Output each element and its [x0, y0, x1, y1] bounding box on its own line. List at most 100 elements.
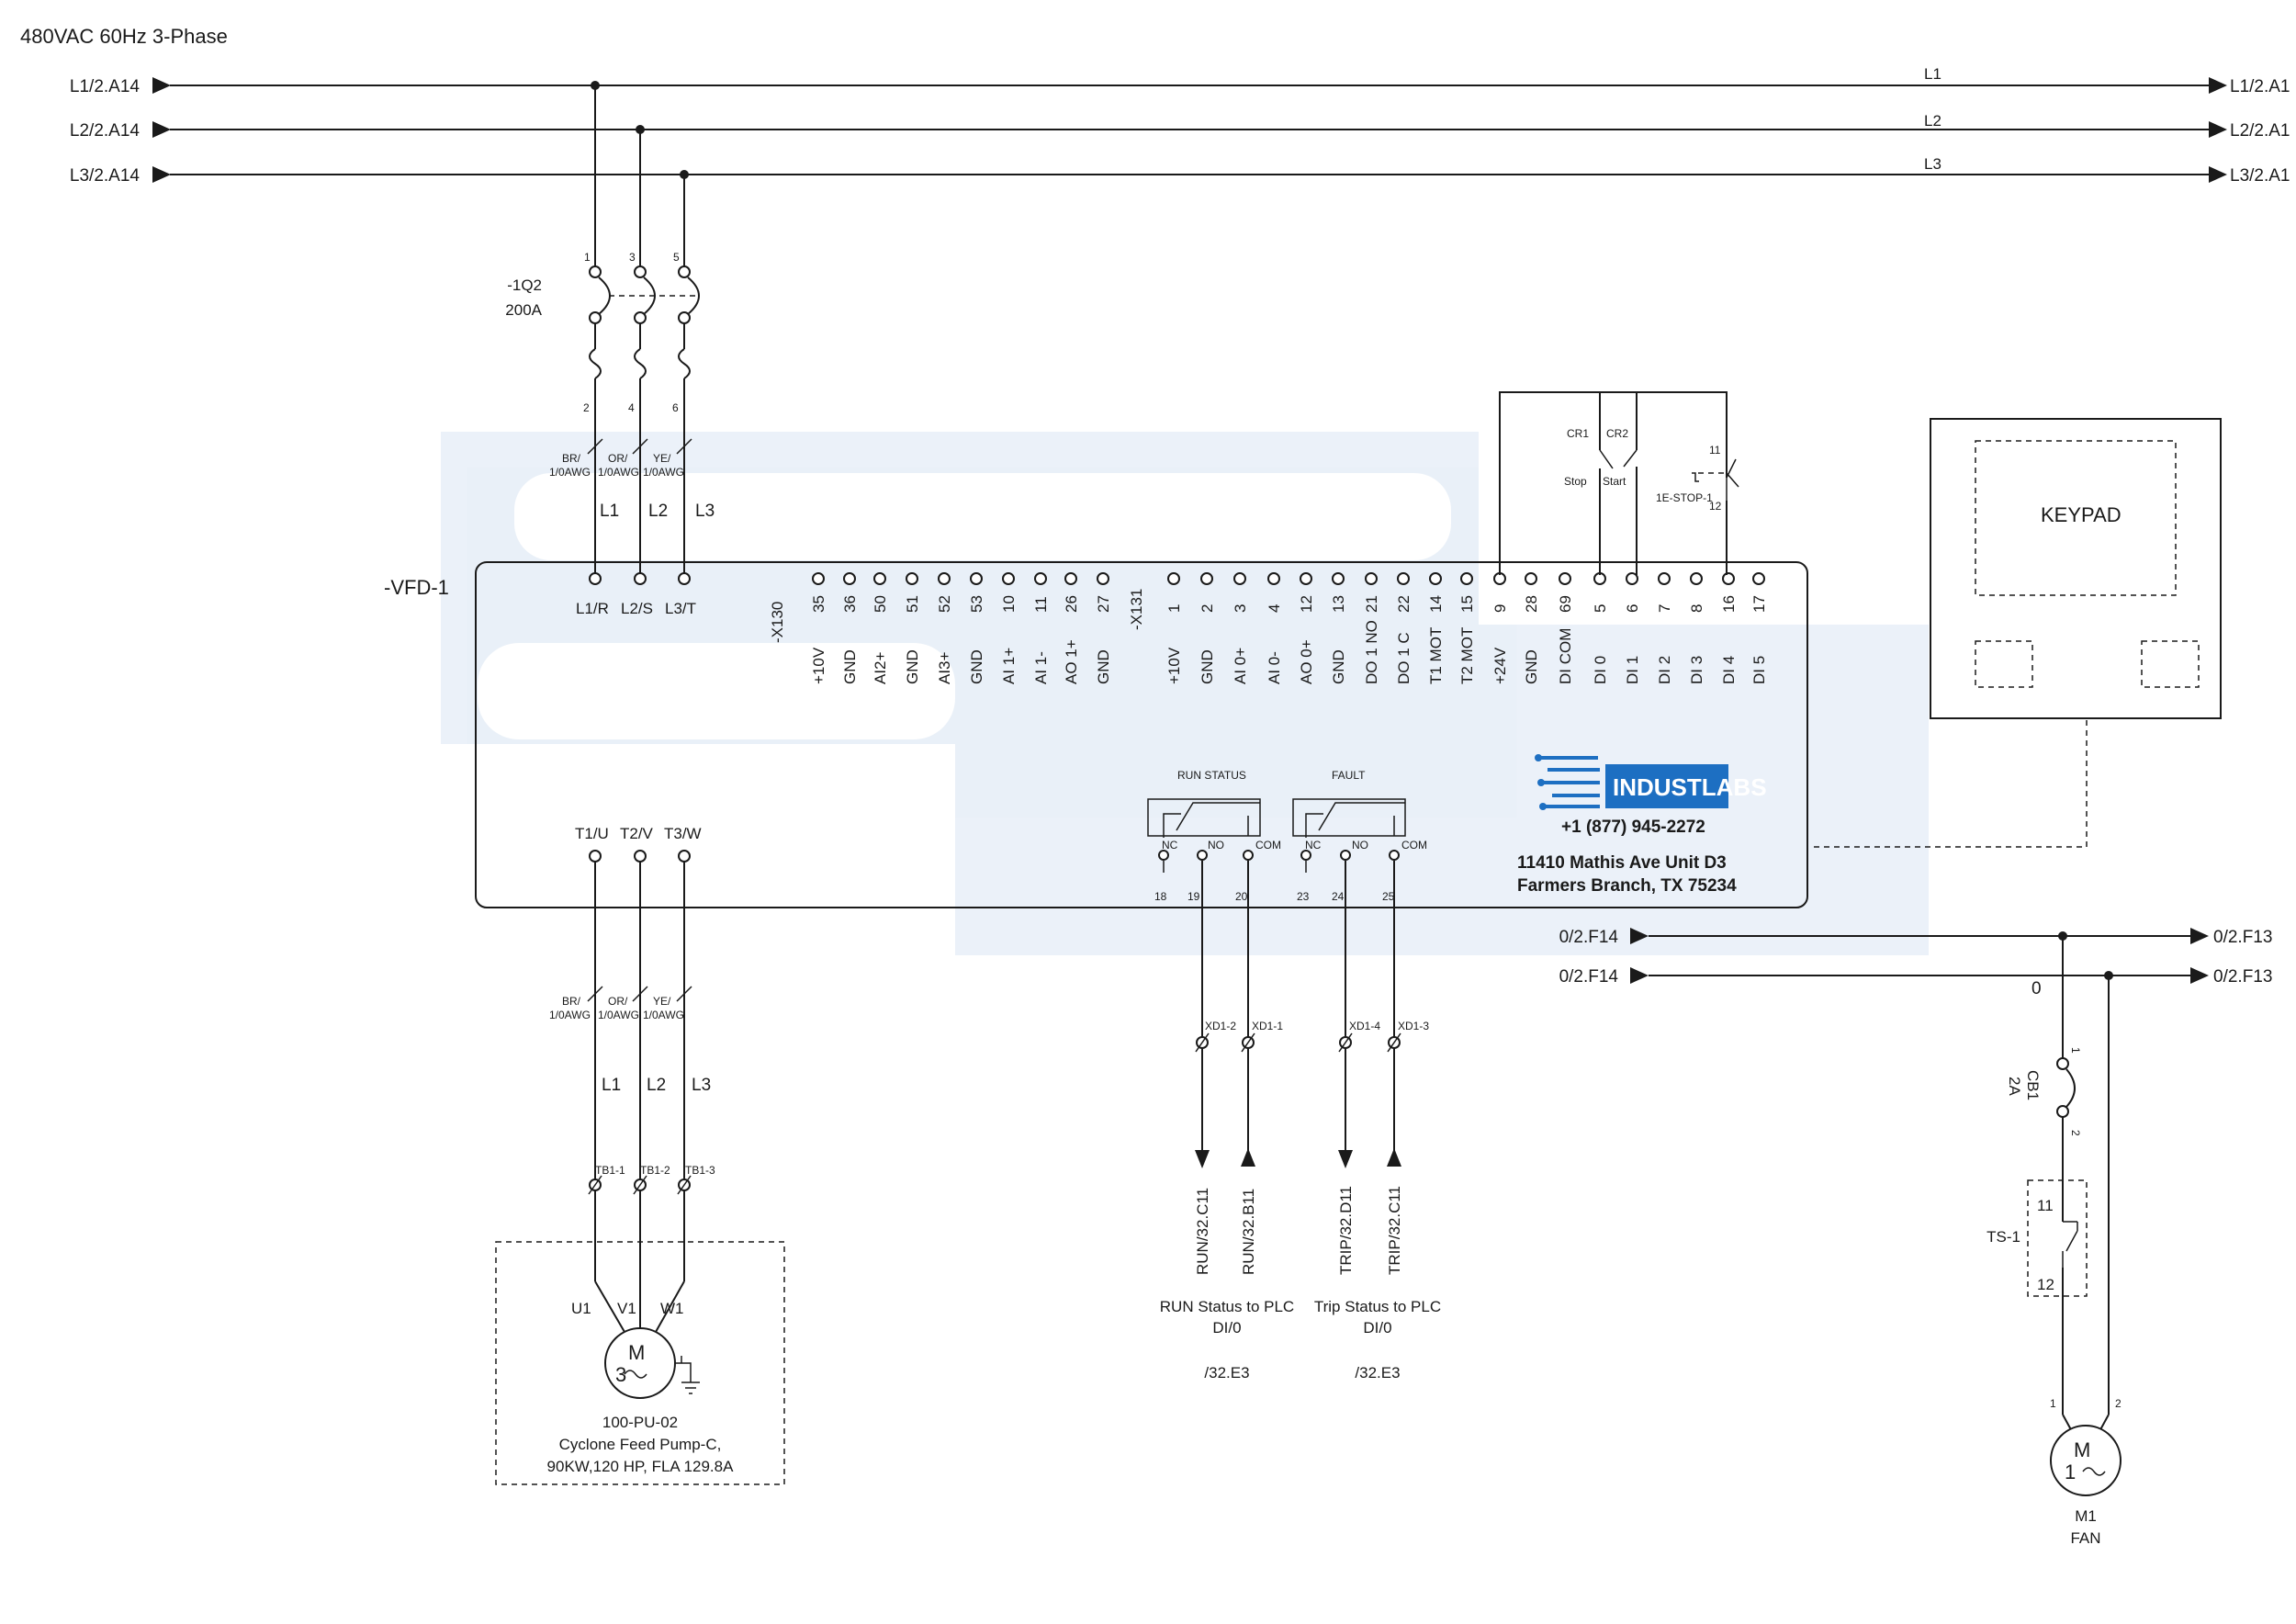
x130-label: -X130	[769, 602, 786, 643]
terminal-number: 10	[1000, 595, 1018, 613]
motor-phase: 3	[615, 1363, 626, 1386]
terminal-number: 8	[1688, 604, 1705, 613]
terminal-function: AO 0+	[1298, 639, 1315, 684]
terminal-number: 50	[872, 595, 889, 613]
fault-relay-pin-23: 23	[1297, 890, 1310, 903]
run-relay-no: NO	[1208, 839, 1224, 851]
main-breaker	[587, 85, 700, 575]
terminal-function: T1 MOT	[1427, 627, 1445, 684]
input-phase-l1: L1	[600, 502, 619, 521]
ts1-pin-12: 12	[2037, 1276, 2054, 1293]
ref-trip-d11: TRIP/32.D11	[1337, 1186, 1355, 1275]
input-cable-1-size: 1/0AWG	[549, 466, 591, 479]
bus-l1-out-arrow	[2209, 77, 2227, 94]
terminal-number: 35	[810, 595, 827, 613]
terminal-number: 12	[1298, 595, 1315, 613]
output-phase-l2: L2	[647, 1076, 666, 1095]
motor-terminal-tb1-1: TB1-1	[595, 1164, 625, 1177]
ctrl-bus-left-ref-2: 0/2.F14	[1559, 967, 1619, 987]
output-phase-l1: L1	[602, 1076, 621, 1095]
terminal-function: GND	[968, 649, 985, 684]
run-relay-nc: NC	[1162, 839, 1178, 851]
terminal-function: GND	[1523, 649, 1540, 684]
control-bus	[1630, 928, 2209, 984]
bus-name-l3: L3	[1924, 155, 1941, 173]
terminal-function: DO 1 NO	[1363, 620, 1380, 684]
input-phase-l2: L2	[648, 502, 668, 521]
brand-logo	[1535, 754, 1728, 810]
terminal-point	[1752, 572, 1765, 585]
motor-symbol: M	[628, 1341, 645, 1364]
fan-circuit	[2027, 936, 2122, 1496]
terminal-number: 4	[1266, 604, 1283, 613]
terminal-point	[1690, 572, 1703, 585]
motor-winding-v1: V1	[617, 1300, 636, 1317]
output-cable-1-color: BR/	[562, 995, 581, 1008]
terminal-function: DI COM	[1557, 628, 1574, 684]
breaker-pin-5: 5	[673, 251, 680, 264]
terminal-number: 6	[1624, 604, 1641, 613]
motor-feeder	[495, 862, 785, 1485]
terminal-function: GND	[1095, 649, 1112, 684]
terminal-number: 69	[1557, 595, 1574, 613]
terminal-point	[906, 572, 918, 585]
plc-trip-io: DI/0	[1363, 1319, 1391, 1336]
motor-winding-u1: U1	[571, 1300, 591, 1317]
fan-pin-2: 2	[2115, 1397, 2122, 1410]
fan-motor-symbol: M	[2074, 1438, 2090, 1461]
terminal-function: AI 1+	[1000, 648, 1018, 684]
terminal-point	[1722, 572, 1735, 585]
fault-relay	[1292, 798, 1406, 873]
terminal-number: 36	[841, 595, 859, 613]
x131-label: -X131	[1128, 589, 1145, 630]
cb1-rating: 2A	[2006, 1077, 2023, 1096]
ref-run-b11: RUN/32.B11	[1240, 1189, 1257, 1275]
terminal-point	[1200, 572, 1213, 585]
terminal-point	[1167, 572, 1180, 585]
terminal-number: 22	[1395, 595, 1412, 613]
vfd-load-terminals	[589, 850, 691, 863]
terminal-number: 2	[1199, 604, 1216, 613]
cr2-tag: CR2	[1606, 427, 1628, 440]
fan-motor-name: FAN	[2070, 1529, 2100, 1547]
ref-run-c11: RUN/32.C11	[1194, 1188, 1211, 1275]
terminal-function: GND	[1330, 649, 1347, 684]
terminal-number: 51	[904, 595, 921, 613]
motor-tag: 100-PU-02	[602, 1414, 678, 1431]
terminal-point	[1332, 572, 1345, 585]
terminal-number: 7	[1656, 604, 1673, 613]
fan-motor-phase: 1	[2065, 1460, 2076, 1483]
terminal-number: 16	[1720, 595, 1738, 613]
cr1-label: Stop	[1564, 475, 1587, 488]
terminal-function: AO 1+	[1063, 639, 1080, 684]
ctrl-bus-right-ref-2: 0/2.F13	[2213, 967, 2272, 987]
terminal-point	[1002, 572, 1015, 585]
terminal-point	[1525, 572, 1537, 585]
ts1-pin-11: 11	[2037, 1197, 2054, 1214]
run-status-relay	[1147, 798, 1261, 873]
bus-right-ref-l1: L1/2.A1	[2230, 77, 2290, 96]
vfd-terminal-l3t: L3/T	[665, 600, 696, 617]
output-cable-3-size: 1/0AWG	[643, 1009, 684, 1021]
cb1-pin-2: 2	[2069, 1130, 2082, 1136]
bus-left-ref-l1: L1/2.A14	[70, 77, 140, 96]
terminal-number: 53	[968, 595, 985, 613]
fault-relay-nc: NC	[1305, 839, 1322, 851]
terminal-point	[1460, 572, 1473, 585]
fault-relay-pin-24: 24	[1332, 890, 1345, 903]
cb1-tag: CB1	[2024, 1070, 2042, 1100]
ts1-tag: TS-1	[1986, 1228, 2020, 1246]
xd1-1-label: XD1-1	[1252, 1020, 1283, 1032]
bus-left-ref-l3: L3/2.A14	[70, 166, 140, 186]
output-phase-l3: L3	[692, 1076, 711, 1095]
keypad-label: KEYPAD	[2041, 503, 2122, 526]
ref-trip-c11: TRIP/32.C11	[1386, 1186, 1403, 1275]
breaker-pin-4: 4	[628, 401, 635, 414]
fan-motor-tag: M1	[2075, 1507, 2097, 1525]
ctrl-bus-zero: 0	[2032, 979, 2042, 998]
terminal-function: DI 4	[1720, 656, 1738, 684]
terminal-point	[812, 572, 825, 585]
sheet-title: 480VAC 60Hz 3-Phase	[20, 25, 228, 48]
